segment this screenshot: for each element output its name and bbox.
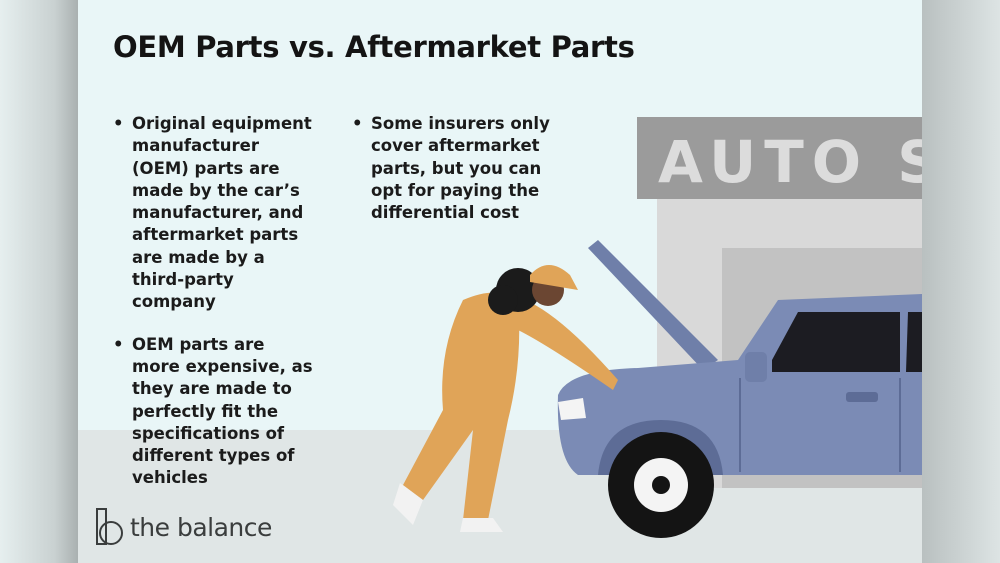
bullet-item: Some insurers only cover aftermarket par… [352, 113, 562, 224]
brand-name: the balance [130, 512, 272, 542]
balance-logo-icon [96, 508, 123, 545]
mechanic-overalls [403, 292, 520, 520]
mechanic-cap [530, 265, 578, 290]
sign-text: AUTO S [658, 128, 922, 196]
mechanic-arm [508, 295, 618, 390]
bullet-list-right: Some insurers only cover aftermarket par… [352, 113, 562, 244]
blurred-right-edge [922, 0, 1000, 563]
car-window [772, 312, 900, 372]
garage-sign [637, 117, 922, 199]
infographic-panel: AUTO S OEM Parts vs. Aftermarket Parts O… [78, 0, 922, 563]
bullet-item: OEM parts are more expensive, as they ar… [113, 334, 318, 490]
car-hood [588, 240, 718, 370]
headlight [558, 398, 586, 420]
mechanic-illustration: AUTO S [78, 117, 922, 563]
bullet-item: Original equipment manufacturer (OEM) pa… [113, 113, 318, 314]
mechanic-shoe [393, 483, 423, 525]
blurred-left-edge [0, 0, 78, 563]
page-title: OEM Parts vs. Aftermarket Parts [113, 30, 635, 64]
bullet-list-left: Original equipment manufacturer (OEM) pa… [113, 113, 318, 510]
brand-logo: the balance [96, 508, 272, 546]
